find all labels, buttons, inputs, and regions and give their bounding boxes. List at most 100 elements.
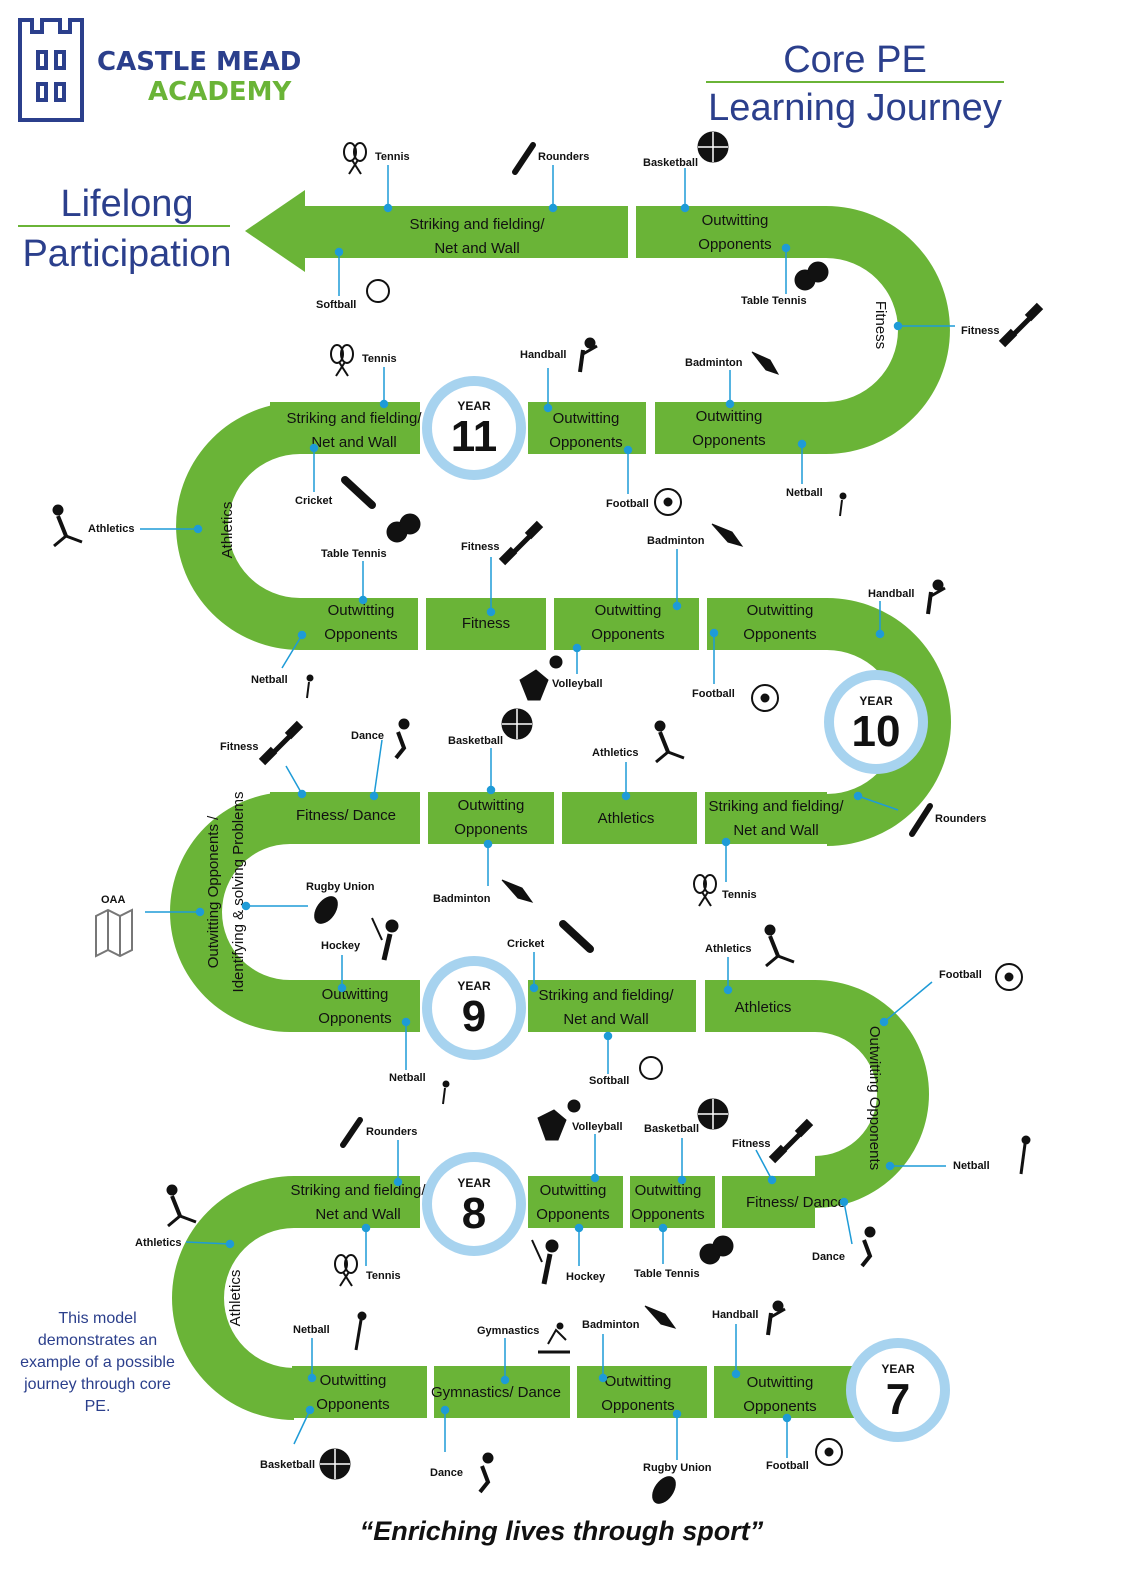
segment-text: Opponents: [601, 1397, 674, 1414]
track-curve: [172, 1176, 294, 1420]
sport-label-athletics: Athletics: [135, 1237, 181, 1249]
segment-text: Opponents: [454, 821, 527, 838]
school-logo: CASTLE MEAD ACADEMY: [18, 18, 301, 122]
segment-text: Outwitting: [747, 1374, 814, 1391]
sport-label-netball: Netball: [251, 674, 288, 686]
sport-label-netball: Netball: [389, 1072, 426, 1084]
rounders-bat-icon: [909, 803, 933, 837]
year-badge-7: YEAR 7: [846, 1338, 950, 1442]
sport-label-football: Football: [692, 688, 735, 700]
track-curve: [176, 402, 300, 650]
segment-text: Outwitting: [553, 410, 620, 427]
segment-text: Athletics: [598, 810, 655, 827]
track-segment: [434, 1366, 570, 1418]
dance-icon: [394, 718, 410, 760]
segment-text: Outwitting: [702, 212, 769, 229]
hockey-icon: [531, 1239, 559, 1285]
sport-label-handball: Handball: [520, 349, 566, 361]
segment-text: Fitness/ Dance: [746, 1194, 846, 1211]
shuttlecock-icon: [711, 523, 744, 547]
basketball-icon: [501, 708, 533, 740]
segment-text: Opponents: [743, 1398, 816, 1415]
tennis-icon: [330, 344, 354, 377]
sport-label-tennis: Tennis: [362, 353, 397, 365]
sport-label-gymnastics: Gymnastics: [477, 1325, 539, 1337]
segment-text: Outwitting: [747, 602, 814, 619]
table-tennis-icon: [699, 1235, 734, 1265]
segment-text: Outwitting: [595, 602, 662, 619]
sport-label-volleyball: Volleyball: [572, 1121, 623, 1133]
year-label: YEAR: [859, 694, 893, 708]
title-line2: Learning Journey: [708, 87, 1002, 129]
sport-label-basketball: Basketball: [644, 1123, 699, 1135]
sport-label-softball: Softball: [316, 299, 356, 311]
sport-label-basketball: Basketball: [448, 735, 503, 747]
year-number: 10: [852, 707, 901, 756]
runner-icon: [166, 1184, 197, 1228]
segment-text: Fitness/ Dance: [296, 807, 396, 824]
segment-text: Striking and fielding/: [286, 410, 422, 427]
year-label: YEAR: [457, 979, 491, 993]
segment-text: Fitness: [462, 615, 510, 632]
dumbbell-icon: [998, 302, 1044, 348]
track-segment: [707, 598, 827, 650]
softball-icon: [366, 279, 390, 303]
segment-text: Striking and fielding/: [409, 216, 545, 233]
year-label: YEAR: [881, 1362, 915, 1376]
sport-label-football: Football: [766, 1460, 809, 1472]
segment-text: Outwitting: [696, 408, 763, 425]
track-segment: [655, 402, 826, 454]
track-segment: [290, 980, 420, 1032]
curve-text: Athletics: [227, 1270, 244, 1327]
sport-label-rugby-union: Rugby Union: [643, 1462, 712, 1474]
track-segment: [305, 206, 628, 258]
runner-icon: [52, 504, 83, 548]
segment-text: Gymnastics/ Dance: [431, 1384, 561, 1401]
sport-label-dance: Dance: [430, 1467, 463, 1479]
segment-text: Opponents: [698, 236, 771, 253]
sport-label-fitness: Fitness: [461, 541, 500, 553]
sport-label-netball: Netball: [786, 487, 823, 499]
segment-text: Opponents: [591, 626, 664, 643]
segment-text: Opponents: [316, 1396, 389, 1413]
year-label: YEAR: [457, 399, 491, 413]
track-segment: [562, 792, 697, 844]
year-badges: YEAR 11 YEAR 10 YEAR 9 YEAR 8 YEAR 7: [422, 376, 950, 1442]
sport-label-rounders: Rounders: [366, 1126, 417, 1138]
year-number: 11: [451, 412, 498, 461]
table-tennis-icon: [386, 513, 421, 543]
tagline: “Enriching lives through sport”: [359, 1516, 764, 1546]
sport-label-rounders: Rounders: [935, 813, 986, 825]
sport-label-football: Football: [939, 969, 982, 981]
sport-label-handball: Handball: [712, 1309, 758, 1321]
track-segment: [705, 792, 827, 844]
sport-label-football: Football: [606, 498, 649, 510]
segment-text: Net and Wall: [434, 240, 519, 257]
sport-label-tennis: Tennis: [375, 151, 410, 163]
track-curve: [170, 792, 290, 1032]
cricket-bat-icon: [341, 476, 376, 509]
tennis-icon: [343, 142, 367, 175]
track-curve: [826, 206, 950, 454]
segment-text: Striking and fielding/: [290, 1182, 426, 1199]
tennis-icon: [693, 874, 717, 907]
year-badge-11: YEAR 11: [422, 376, 526, 480]
segment-text: Net and Wall: [315, 1206, 400, 1223]
journey-track: [170, 190, 951, 1420]
track-segment: [705, 980, 815, 1032]
shuttlecock-icon: [501, 879, 534, 903]
sport-labels: Tennis Rounders Basketball Softball Tabl…: [88, 151, 1000, 1479]
segment-text: Opponents: [318, 1010, 391, 1027]
curve-text: Identifying & solving Problems: [230, 792, 247, 993]
sport-label-netball: Netball: [293, 1324, 330, 1336]
track-segment: [636, 206, 826, 258]
track-segment: [577, 1366, 707, 1418]
sport-label-rugby-union: Rugby Union: [306, 881, 375, 893]
sport-label-tennis: Tennis: [366, 1270, 401, 1282]
sport-label-badminton: Badminton: [582, 1319, 640, 1331]
sport-label-athletics: Athletics: [88, 523, 134, 535]
netball-icon: [442, 1080, 450, 1105]
segment-text: Athletics: [735, 999, 792, 1016]
track-segment: [300, 598, 418, 650]
